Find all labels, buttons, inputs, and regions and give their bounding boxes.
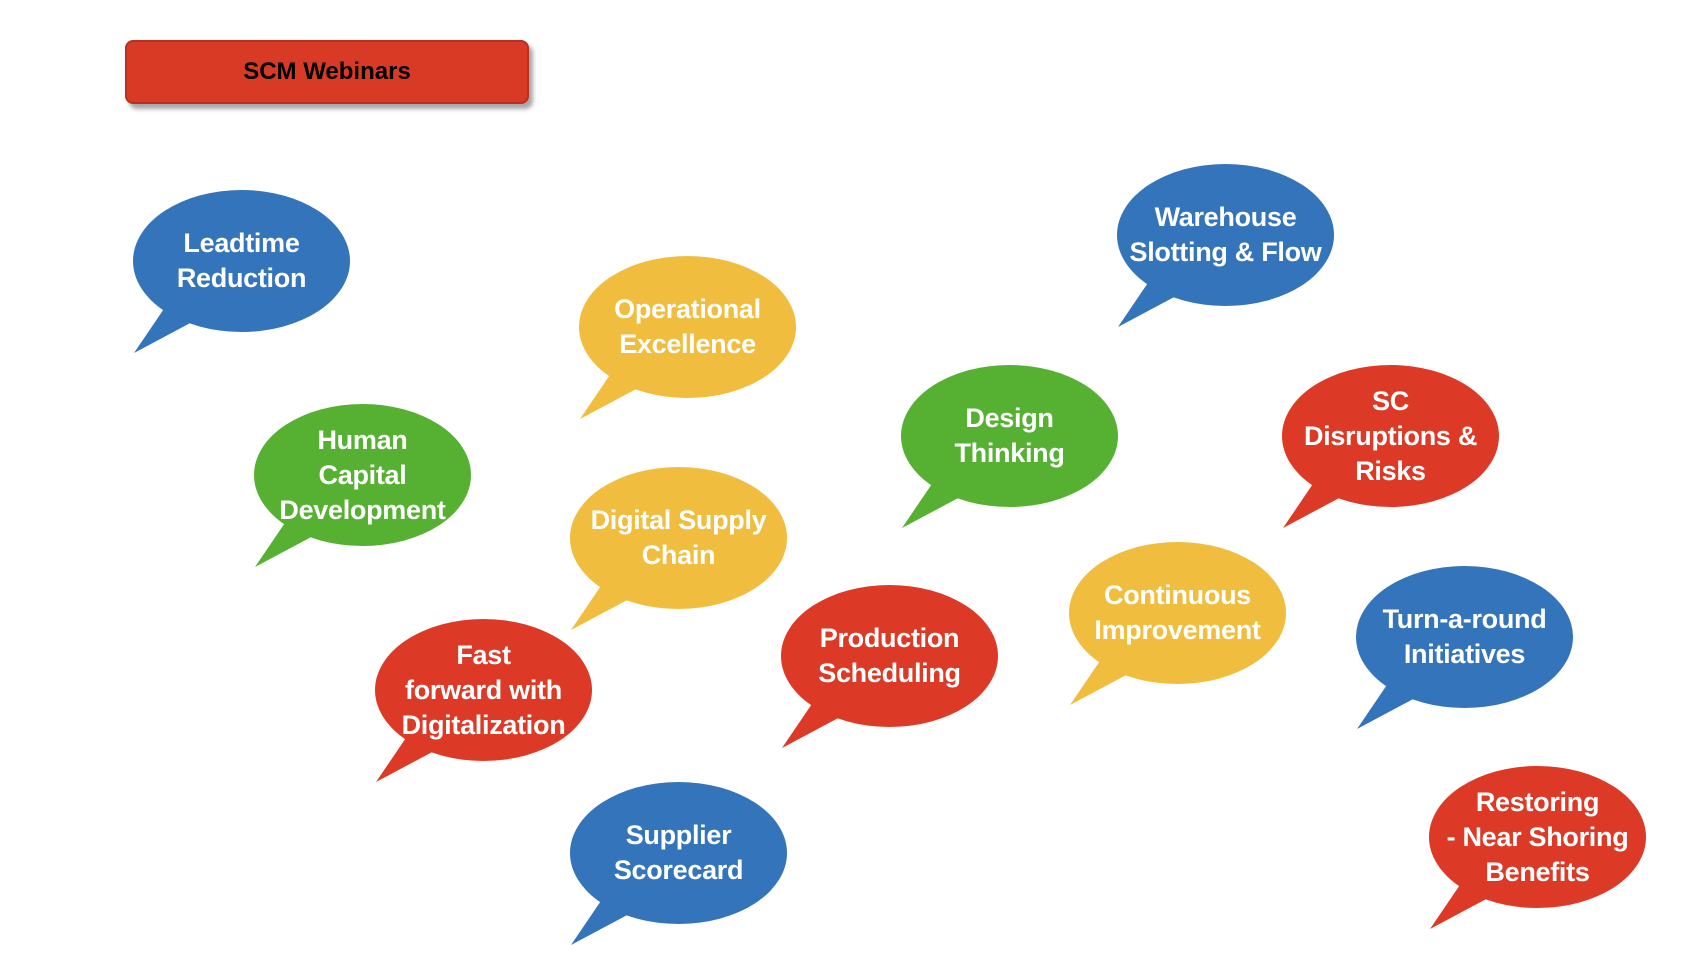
speech-bubble-body <box>1117 164 1334 306</box>
speech-bubble-shape <box>1356 566 1573 729</box>
speech-bubble-shape <box>1282 365 1499 528</box>
speech-bubble-body <box>579 256 796 398</box>
bubble-label: Warehouse Slotting & Flow <box>1129 202 1322 267</box>
speech-bubble-shape <box>579 256 796 419</box>
bubble-design-thinking: Design Thinking <box>900 364 1119 529</box>
bubble-digital-supply-chain: Digital Supply Chain <box>569 466 788 631</box>
bubble-label: Turn-a-round Initiatives <box>1382 604 1547 669</box>
speech-bubble-shape <box>133 190 350 353</box>
speech-bubble-shape <box>375 619 592 782</box>
bubble-restoring-near-shoring: Restoring - Near Shoring Benefits <box>1428 765 1647 930</box>
bubble-warehouse-slotting-flow: Warehouse Slotting & Flow <box>1116 163 1335 328</box>
speech-bubble-shape <box>1069 542 1286 705</box>
bubble-leadtime-reduction: Leadtime Reduction <box>132 189 351 354</box>
title-banner: SCM Webinars <box>125 40 529 104</box>
bubble-operational-excellence: Operational Excellence <box>578 255 797 420</box>
speech-bubble-body <box>1356 566 1573 708</box>
speech-bubble-body <box>254 404 471 546</box>
speech-bubble-body <box>901 365 1118 507</box>
speech-bubble-body <box>1069 542 1286 684</box>
speech-bubble-shape <box>570 782 787 945</box>
speech-bubble-body <box>570 782 787 924</box>
bubble-supplier-scorecard: Supplier Scorecard <box>569 781 788 946</box>
bubble-label: Supplier Scorecard <box>613 820 744 885</box>
speech-bubble-body <box>133 190 350 332</box>
bubble-sc-disruptions-risks: SC Disruptions & Risks <box>1281 364 1500 529</box>
speech-bubble-shape <box>901 365 1118 528</box>
speech-bubble-shape <box>254 404 471 567</box>
bubble-label: SC Disruptions & Risks <box>1303 385 1478 486</box>
bubble-label: Human Capital Development <box>279 424 446 525</box>
bubble-label: Operational Excellence <box>614 294 761 359</box>
bubble-continuous-improvement: Continuous Improvement <box>1068 541 1287 706</box>
bubble-human-capital-development: Human Capital Development <box>253 403 472 568</box>
page-title: SCM Webinars <box>243 58 411 85</box>
bubble-fast-forward-digitalization: Fast forward with Digitalization <box>374 618 593 783</box>
bubble-label: Fast forward with Digitalization <box>401 639 566 740</box>
bubble-turn-a-round-initiatives: Turn-a-round Initiatives <box>1355 565 1574 730</box>
speech-bubble-body <box>570 467 787 609</box>
bubble-production-scheduling: Production Scheduling <box>780 584 999 749</box>
bubble-label: Restoring - Near Shoring Benefits <box>1446 786 1629 887</box>
bubble-label: Production Scheduling <box>818 623 961 688</box>
bubble-label: Leadtime Reduction <box>176 228 307 293</box>
speech-bubble-shape <box>1117 164 1334 327</box>
bubble-label: Design Thinking <box>954 403 1065 468</box>
speech-bubble-body <box>1429 766 1646 908</box>
speech-bubble-body <box>1282 365 1499 507</box>
speech-bubble-shape <box>1429 766 1646 929</box>
speech-bubble-shape <box>570 467 787 630</box>
speech-bubble-body <box>781 585 998 727</box>
bubble-label: Continuous Improvement <box>1094 580 1261 645</box>
speech-bubble-body <box>375 619 592 761</box>
speech-bubble-shape <box>781 585 998 748</box>
bubble-label: Digital Supply Chain <box>590 505 767 570</box>
